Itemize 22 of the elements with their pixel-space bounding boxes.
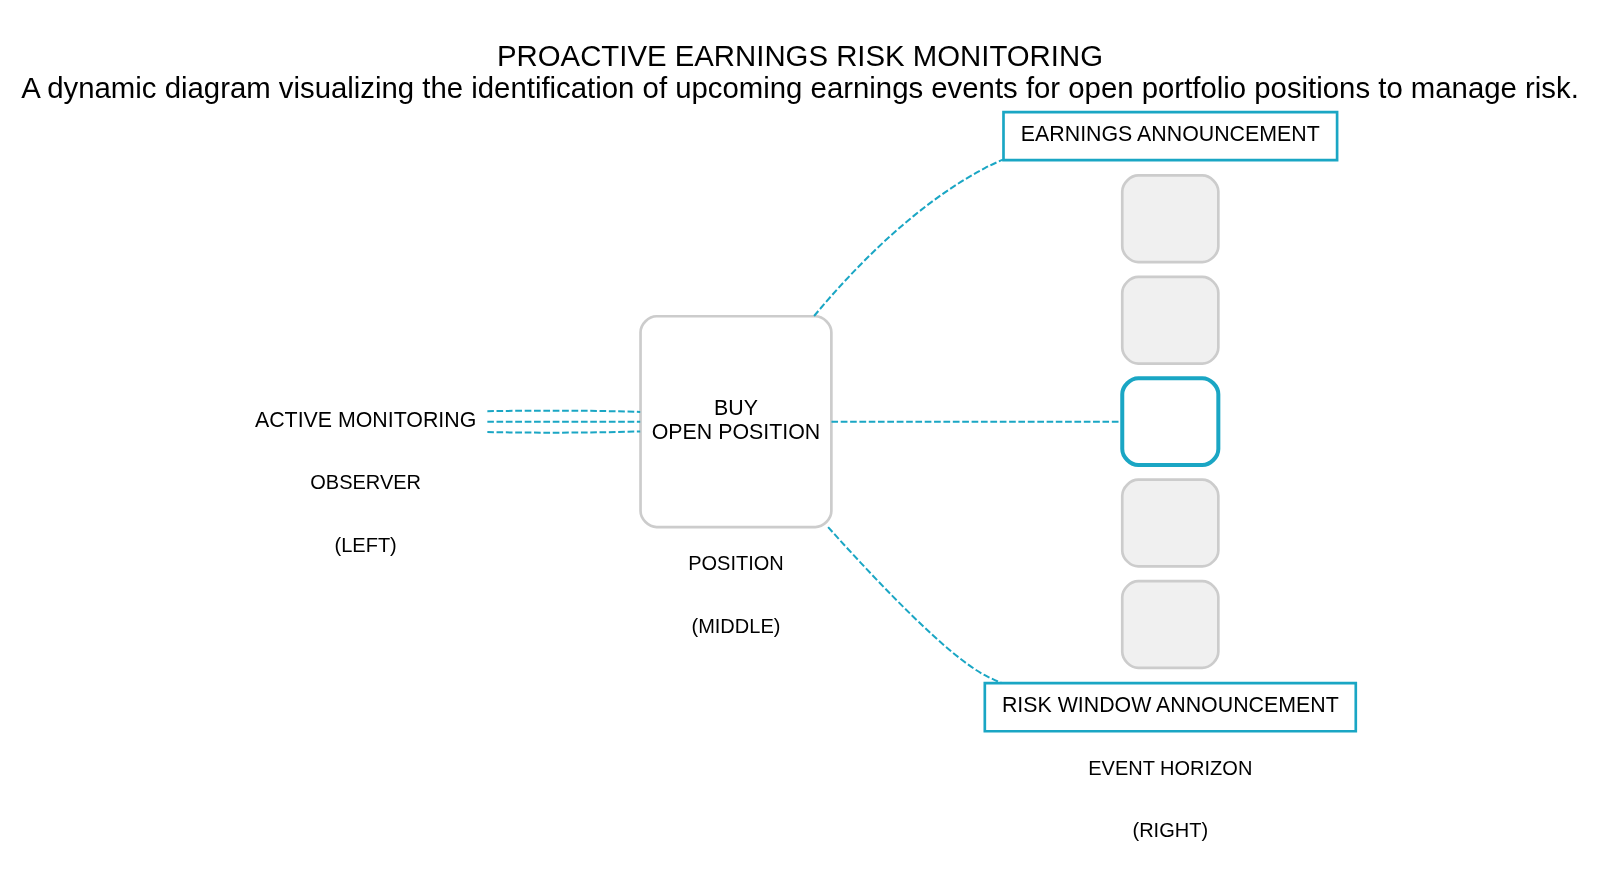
connector bbox=[486, 420, 642, 423]
label: (MIDDLE) bbox=[691, 614, 781, 637]
connector bbox=[486, 429, 642, 434]
connector bbox=[486, 409, 642, 413]
node-box bbox=[1120, 579, 1220, 669]
caption: A dynamic diagram visualizing the identification of upcoming earnings events for open portfolio positions to manage risk. bbox=[21, 70, 1579, 104]
connector bbox=[813, 158, 1005, 317]
node-box: EARNINGS ANNOUNCEMENT bbox=[1002, 110, 1339, 161]
node-box: RISK WINDOW ANNOUNCEMENT bbox=[983, 681, 1358, 733]
node-box bbox=[1120, 477, 1220, 568]
label: OBSERVER bbox=[310, 470, 422, 493]
node-box bbox=[1120, 375, 1221, 467]
label: (LEFT) bbox=[334, 533, 397, 556]
node-box: BUY OPEN POSITION bbox=[639, 314, 833, 528]
diagram-title: PROACTIVE EARNINGS RISK MONITORING bbox=[497, 38, 1103, 72]
label: POSITION bbox=[688, 551, 784, 574]
label: EVENT HORIZON bbox=[1088, 756, 1253, 779]
node-box bbox=[1120, 275, 1220, 365]
node-text: ACTIVE MONITORING bbox=[254, 407, 477, 432]
connector bbox=[827, 525, 1003, 684]
node-box bbox=[1120, 173, 1220, 263]
label: (RIGHT) bbox=[1132, 818, 1209, 841]
